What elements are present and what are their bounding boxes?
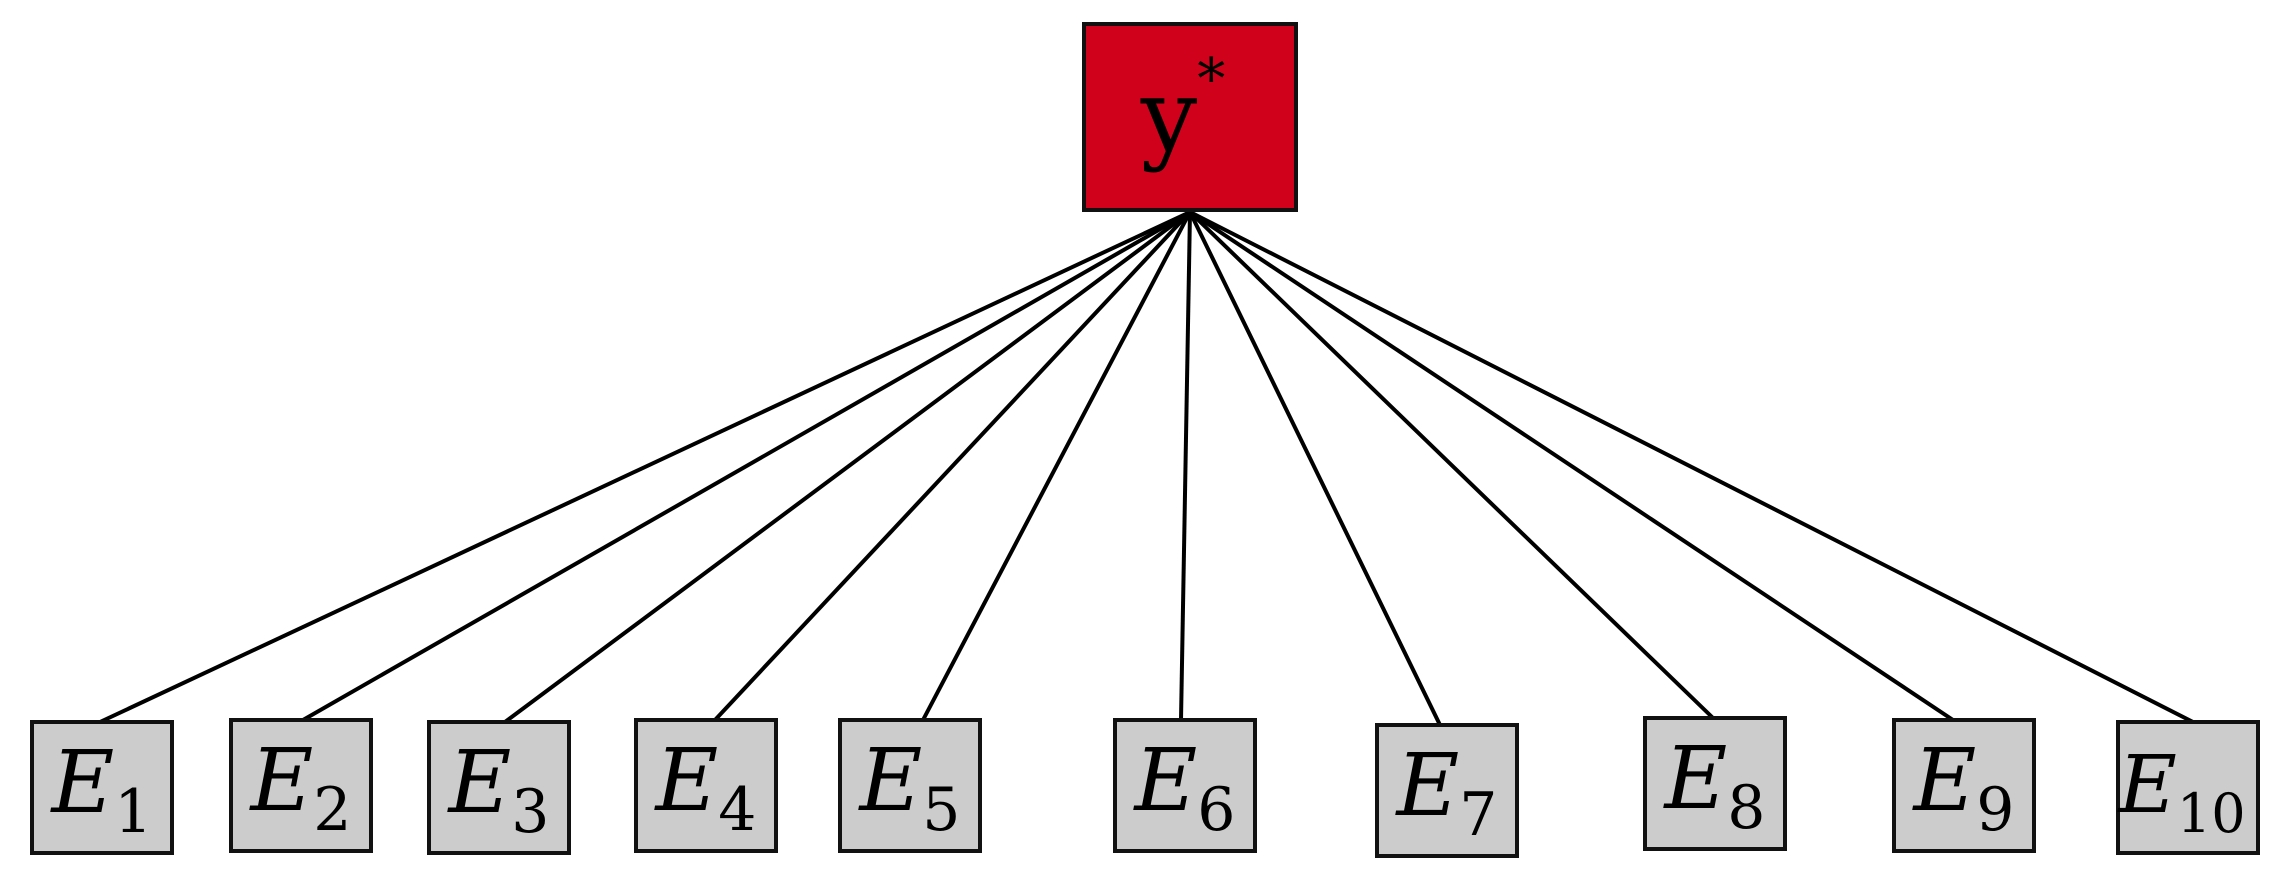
root-node-label-text: y bbox=[1140, 57, 1198, 174]
node-e8-subscript: 8 bbox=[1727, 773, 1765, 843]
edge-root-to-e6 bbox=[1179, 211, 1192, 721]
node-e10-letter: E bbox=[2116, 738, 2176, 831]
node-e5-label: E5 bbox=[858, 731, 961, 845]
node-e4-letter: E bbox=[654, 731, 719, 831]
root-node-label: y* bbox=[1140, 47, 1226, 174]
edge-root-to-e10 bbox=[1189, 210, 2194, 724]
node-e3-letter: E bbox=[447, 733, 512, 833]
node-e10-label: E10 bbox=[2116, 738, 2245, 845]
edge-root-to-e3 bbox=[503, 210, 1192, 724]
edges-group bbox=[99, 210, 2194, 726]
node-e1-subscript: 1 bbox=[114, 777, 152, 847]
node-e7-label: E7 bbox=[1395, 736, 1498, 850]
node-e4-box bbox=[634, 718, 778, 853]
node-e7: E7 bbox=[1375, 723, 1519, 858]
node-e9-letter: E bbox=[1912, 731, 1977, 831]
node-e5-subscript: 5 bbox=[922, 775, 960, 845]
node-e2-letter: E bbox=[249, 731, 314, 831]
edge-root-to-e5 bbox=[921, 211, 1192, 721]
node-e2-label: E2 bbox=[249, 731, 352, 845]
root-node-box bbox=[1082, 22, 1298, 212]
root-node-y-star: y* bbox=[1082, 22, 1298, 212]
node-e7-box bbox=[1375, 723, 1519, 858]
node-e3-subscript: 3 bbox=[511, 777, 549, 847]
node-e2-subscript: 2 bbox=[313, 775, 351, 845]
node-e6-label: E6 bbox=[1133, 731, 1236, 845]
node-e8-letter: E bbox=[1663, 729, 1728, 829]
node-e10-box bbox=[2116, 720, 2260, 855]
node-e9-subscript: 9 bbox=[1976, 775, 2014, 845]
edge-root-to-e4 bbox=[713, 210, 1192, 722]
node-e1-label: E1 bbox=[50, 733, 153, 847]
node-e2-box bbox=[229, 718, 373, 853]
node-e1: E1 bbox=[30, 720, 174, 855]
node-e4-label: E4 bbox=[654, 731, 757, 845]
node-e6-letter: E bbox=[1133, 731, 1198, 831]
node-e2: E2 bbox=[229, 718, 373, 853]
edge-root-to-e9 bbox=[1188, 210, 1955, 722]
edge-root-to-e1 bbox=[99, 210, 1191, 724]
edge-root-to-e7 bbox=[1188, 211, 1442, 726]
node-e3-label: E3 bbox=[447, 733, 550, 847]
node-e8: E8 bbox=[1643, 716, 1787, 851]
node-e1-box bbox=[30, 720, 174, 855]
node-e6-subscript: 6 bbox=[1197, 775, 1235, 845]
node-e3-box bbox=[427, 720, 571, 855]
node-e5-letter: E bbox=[858, 731, 923, 831]
node-e9-box bbox=[1892, 718, 2036, 853]
root-node-superscript: * bbox=[1197, 47, 1225, 112]
node-e9: E9 bbox=[1892, 718, 2036, 853]
edge-root-to-e2 bbox=[302, 210, 1191, 722]
node-e4: E4 bbox=[634, 718, 778, 853]
node-e6-box bbox=[1113, 718, 1257, 853]
edge-root-to-e8 bbox=[1188, 210, 1715, 720]
node-e3: E3 bbox=[427, 720, 571, 855]
node-e9-label: E9 bbox=[1912, 731, 2015, 845]
node-e5-box bbox=[838, 718, 982, 853]
node-e7-letter: E bbox=[1395, 736, 1460, 836]
node-e10-subscript: 10 bbox=[2177, 782, 2246, 845]
node-e8-label: E8 bbox=[1663, 729, 1766, 843]
node-e8-box bbox=[1643, 716, 1787, 851]
node-e1-letter: E bbox=[50, 733, 115, 833]
node-e7-subscript: 7 bbox=[1459, 780, 1497, 850]
node-e5: E5 bbox=[838, 718, 982, 853]
node-e4-subscript: 4 bbox=[718, 775, 756, 845]
node-e10: E10 bbox=[2116, 720, 2260, 855]
node-e6: E6 bbox=[1113, 718, 1257, 853]
